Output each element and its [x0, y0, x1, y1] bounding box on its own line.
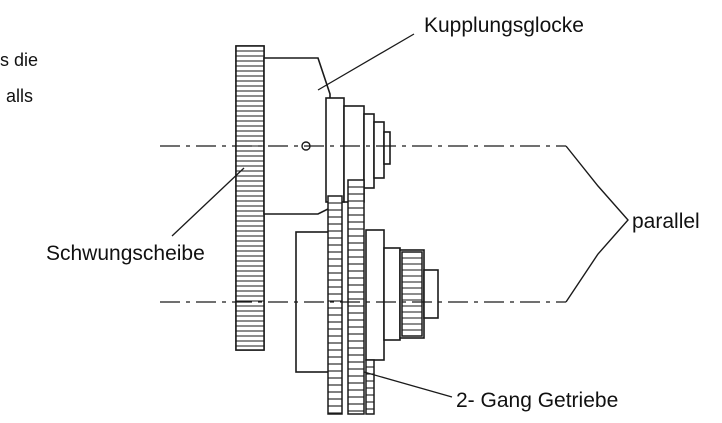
flywheel-label: Schwungscheibe — [46, 242, 205, 265]
clutch-bell-leader — [317, 33, 415, 91]
gearbox-label: 2- Gang Getriebe — [456, 389, 618, 412]
flywheel-leader — [171, 167, 245, 237]
pulley-teeth — [401, 251, 423, 337]
gear-teeth-column-b — [347, 179, 365, 415]
clutch-bell — [263, 57, 331, 215]
parallel-label: parallel — [632, 210, 700, 233]
gear-teeth-column-c — [365, 359, 375, 415]
cut-text-line-2: alls — [6, 86, 33, 106]
cut-text-line-1: s die — [0, 50, 38, 70]
gear-teeth-column-a — [327, 195, 343, 415]
parallel-bracket — [565, 145, 629, 303]
flywheel — [235, 45, 265, 351]
gearbox-leader — [363, 371, 453, 398]
clutch-bell-label: Kupplungsglocke — [424, 14, 584, 37]
